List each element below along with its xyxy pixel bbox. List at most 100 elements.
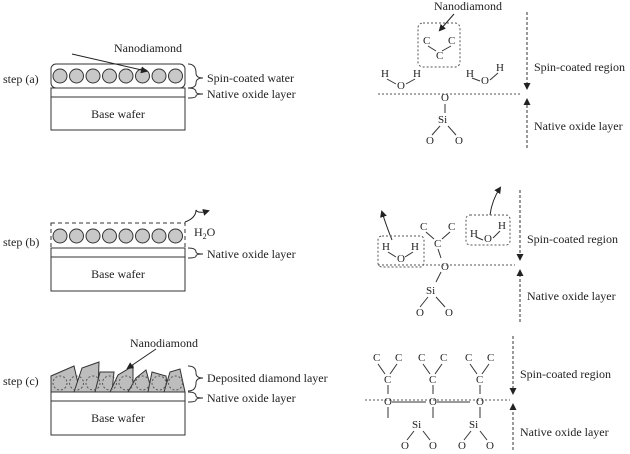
nanodiamond-particle (85, 68, 101, 84)
atom-c: C (465, 352, 472, 364)
base-wafer-c (50, 400, 186, 436)
atom-o: O (455, 135, 463, 147)
step-c-label: step (c) (3, 374, 39, 388)
atom-o: O (458, 440, 466, 452)
spin-coated-water-label: Spin-coated water (207, 71, 294, 85)
nanodiamond-particle (135, 68, 150, 84)
base-wafer-label-c: Base wafer (91, 411, 145, 425)
base-wafer-label-b: Base wafer (91, 267, 145, 281)
nanodiamond-particle (151, 228, 167, 244)
deposited-diamond-crystals (50, 361, 186, 393)
base-wafer-a (50, 96, 186, 131)
nanodiamond-particle (52, 228, 68, 244)
bond (386, 78, 397, 85)
native-oxide-brace-a (187, 87, 204, 99)
native-oxide-label-b: Native oxide layer (207, 247, 296, 261)
atom-c: C (395, 352, 402, 364)
nanodiamond-label-a: Nanodiamond (114, 41, 182, 55)
bond (406, 430, 415, 441)
atom-o: O (429, 440, 437, 452)
native-oxide-label-right-b: Native oxide layer (527, 289, 616, 303)
bond (389, 363, 398, 375)
nanodiamond-row-b (52, 228, 183, 244)
atom-h: H (470, 228, 478, 240)
atom-o: O (441, 261, 449, 273)
bond (471, 77, 481, 82)
spin-coated-region-label-a: Spin-coated region (534, 60, 625, 74)
atom-c: C (476, 374, 483, 386)
nanodiamond-arrow-a (71, 53, 148, 74)
bond (469, 363, 478, 375)
atom-h: H (413, 68, 421, 80)
nanodiamond-particle (135, 375, 150, 391)
atom-c: C (448, 35, 455, 47)
spin-coated-water-brace (187, 63, 204, 89)
atom-h: H (498, 220, 506, 232)
h2o-label-left: H2O (194, 225, 216, 241)
nanodiamond-row-a (52, 68, 183, 84)
bond (422, 363, 431, 375)
bond (435, 296, 446, 308)
nanodiamond-particle (168, 375, 183, 391)
native-oxide-layer-c (50, 391, 186, 402)
base-wafer-label-a: Base wafer (91, 107, 145, 121)
atom-h: H (466, 68, 474, 80)
atom-h: H (381, 68, 389, 80)
atom-o: O (416, 307, 424, 319)
atom-c: C (420, 221, 427, 233)
nanodiamond-particle (85, 375, 101, 391)
bond (425, 231, 435, 240)
nanodiamond-label-c: Nanodiamond (130, 336, 198, 350)
atom-si: Si (469, 419, 478, 431)
nanodiamond-particle (85, 228, 101, 244)
step-b-label: step (b) (3, 235, 39, 249)
nanodiamond-particle (118, 228, 134, 244)
atom-c: C (448, 221, 455, 233)
bond (431, 125, 441, 136)
bond (475, 236, 484, 241)
water-leave-arrow-1 (380, 210, 393, 241)
bond (427, 45, 437, 52)
deposited-layer-brace (187, 365, 204, 392)
nanodiamond-particle (118, 68, 134, 84)
bond (441, 231, 451, 240)
bond (481, 363, 490, 375)
nanodiamond-particle (69, 375, 84, 391)
bond (437, 248, 442, 259)
nanodiamond-particle (151, 68, 167, 84)
bond (447, 125, 457, 136)
nanodiamond-particle (52, 375, 68, 391)
atom-o: O (397, 80, 405, 92)
atom-si: Si (438, 114, 447, 126)
nanodiamond-particle (135, 228, 150, 244)
bond (489, 72, 499, 81)
atom-h: H (382, 241, 390, 253)
step-a-left: step (a) Nanodiamond Base wafer Spin-coa… (3, 41, 296, 131)
bond (404, 251, 414, 258)
spin-coated-region-label-b: Spin-coated region (527, 232, 618, 246)
atom-o: O (397, 253, 405, 265)
native-oxide-label-a: Native oxide layer (207, 87, 296, 101)
water-leave-arrow-2 (489, 186, 502, 216)
step-a-label: step (a) (3, 72, 39, 86)
base-wafer-b (50, 256, 186, 292)
native-oxide-layer-b (50, 247, 186, 258)
spin-coated-region-label-c: Spin-coated region (520, 367, 611, 381)
nanodiamond-box-a (417, 22, 461, 68)
atom-o: O (481, 75, 489, 87)
atom-si: Si (426, 285, 435, 297)
native-oxide-layer-a (50, 87, 186, 98)
diamond-crystal (73, 361, 100, 393)
deposited-layer-label: Deposited diamond layer (207, 371, 328, 385)
atom-o: O (486, 440, 494, 452)
step-b-right: H H O H H O C C C O Si O O Spin-coated r… (377, 186, 618, 322)
bond (434, 363, 443, 375)
nanodiamond-particle (102, 68, 117, 84)
atom-c: C (436, 50, 443, 62)
atom-c: C (418, 352, 425, 364)
bond (479, 430, 488, 441)
bond (387, 251, 397, 258)
atom-o: O (429, 396, 437, 408)
